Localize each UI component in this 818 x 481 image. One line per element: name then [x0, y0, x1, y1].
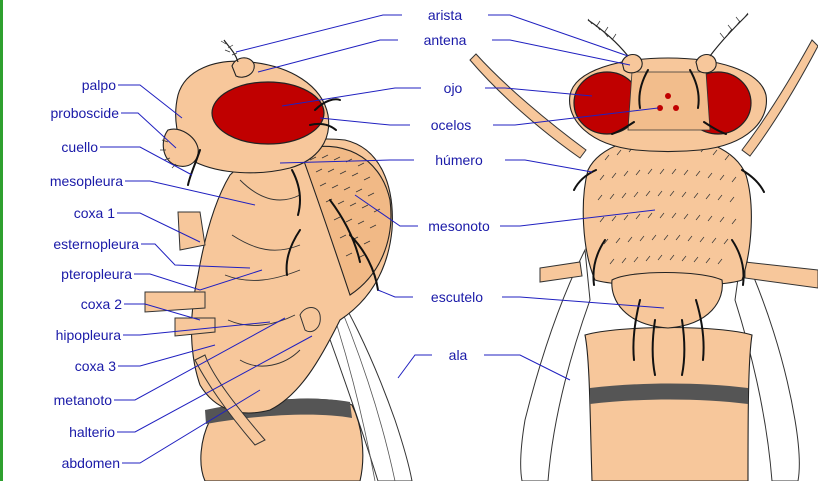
label-ocelos: ocelos [431, 117, 471, 133]
lateral-antenna [232, 58, 254, 77]
lateral-coxa-2 [145, 292, 205, 312]
label-proboscide: proboscide [51, 105, 120, 121]
dorsal-wing-left [521, 250, 590, 481]
lateral-view-fly [145, 40, 412, 481]
label-palpo: palpo [82, 77, 116, 93]
dorsal-scutellum [612, 273, 723, 329]
lateral-arista [224, 40, 238, 62]
lateral-coxa-1 [178, 212, 205, 250]
label-mesonoto: mesonoto [428, 218, 490, 234]
labels-left: palpo proboscide cuello mesopleura coxa … [50, 77, 139, 471]
label-hipopleura: hipopleura [56, 327, 122, 343]
label-mesopleura: mesopleura [50, 173, 123, 189]
label-ojo: ojo [444, 80, 463, 96]
ocellus-3 [665, 93, 671, 99]
dorsal-arista-left [588, 20, 628, 56]
lateral-eye [212, 82, 324, 144]
dorsal-leg-front-left [470, 54, 586, 158]
dorsal-abdomen [585, 328, 752, 481]
dorsal-view-fly [470, 13, 818, 481]
label-metanoto: metanoto [54, 392, 113, 408]
label-coxa-1: coxa 1 [74, 205, 115, 221]
label-humero: húmero [435, 152, 483, 168]
label-halterio: halterio [69, 424, 115, 440]
dorsal-antenna-right [696, 55, 716, 73]
label-pteropleura: pteropleura [61, 266, 132, 282]
label-coxa-2: coxa 2 [81, 296, 122, 312]
ocellus-2 [673, 105, 679, 111]
label-antena: antena [424, 32, 467, 48]
label-abdomen: abdomen [62, 455, 120, 471]
label-coxa-3: coxa 3 [75, 358, 116, 374]
label-arista: arista [428, 7, 462, 23]
label-ala: ala [449, 347, 468, 363]
label-escutelo: escutelo [431, 289, 483, 305]
label-cuello: cuello [61, 139, 98, 155]
dorsal-arista-right [710, 14, 748, 56]
label-esternopleura: esternopleura [53, 236, 139, 252]
